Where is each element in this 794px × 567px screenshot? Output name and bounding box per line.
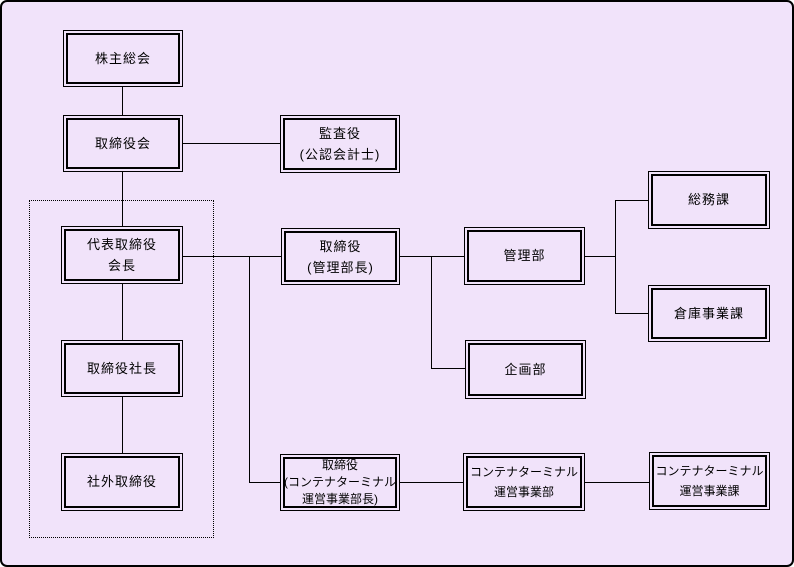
node-label: 運営事業課 (679, 484, 740, 498)
node-label: 代表取締役 (86, 237, 157, 252)
node-label: 管理部 (503, 248, 546, 263)
connector-line (122, 284, 123, 340)
org-node-general-affairs-section: 総務課 (648, 171, 770, 229)
org-node-auditor: 監査役 (公認会計士) (280, 115, 400, 173)
node-label: 株主総会 (94, 50, 151, 66)
connector-line (122, 172, 123, 226)
connector-line (431, 368, 465, 369)
node-label: (管理部長) (307, 259, 374, 275)
connector-line (615, 313, 648, 314)
node-label: 取締役社長 (86, 360, 157, 376)
org-node-admin-dept: 管理部 (464, 227, 585, 285)
connector-line (585, 256, 616, 257)
node-label: 企画部 (504, 361, 547, 377)
connector-line (615, 200, 648, 201)
node-label: コンテナターミナル (655, 464, 764, 478)
node-label: (公認会計士) (299, 147, 381, 162)
org-node-planning-dept: 企画部 (465, 340, 586, 399)
connector-line (431, 256, 432, 369)
connector-line (183, 143, 280, 144)
node-label: 取締役 (319, 238, 362, 254)
node-label: 総務課 (687, 192, 730, 207)
org-node-warehouse-section: 倉庫事業課 (648, 285, 770, 342)
node-label: 取締役 (321, 458, 358, 472)
org-node-representative-chairman: 代表取締役 会長 (61, 226, 183, 284)
org-node-director-container: 取締役 (コンテナターミナル 運営事業部長) (280, 454, 400, 511)
connector-line (183, 256, 281, 257)
connector-line (122, 397, 123, 453)
org-node-container-terminal-section: コンテナターミナル 運営事業課 (649, 452, 770, 510)
node-label: 運営事業部長) (302, 492, 378, 506)
org-node-outside-director: 社外取締役 (61, 453, 183, 511)
connector-line (615, 200, 616, 314)
connector-line (400, 482, 463, 483)
org-node-president: 取締役社長 (61, 340, 183, 397)
connector-line (249, 482, 280, 483)
connector-line (585, 482, 649, 483)
executives-group-outline (29, 200, 214, 538)
node-label: 会長 (107, 258, 136, 273)
node-label: 倉庫事業課 (673, 305, 744, 321)
org-node-director-admin: 取締役 (管理部長) (281, 228, 400, 285)
org-node-shareholders-meeting: 株主総会 (63, 30, 183, 87)
node-label: 監査役 (318, 126, 361, 141)
node-label: 取締役会 (94, 135, 151, 151)
connector-line (122, 87, 123, 115)
org-node-board-of-directors: 取締役会 (63, 115, 183, 172)
node-label: 社外取締役 (86, 474, 157, 489)
org-node-container-terminal-dept: コンテナターミナル 運営事業部 (463, 453, 585, 511)
node-label: コンテナターミナル (469, 465, 578, 479)
connector-line (249, 256, 250, 483)
node-label: (コンテナターミナル (284, 475, 396, 489)
connector-line (400, 256, 464, 257)
node-label: 運営事業部 (493, 485, 554, 499)
